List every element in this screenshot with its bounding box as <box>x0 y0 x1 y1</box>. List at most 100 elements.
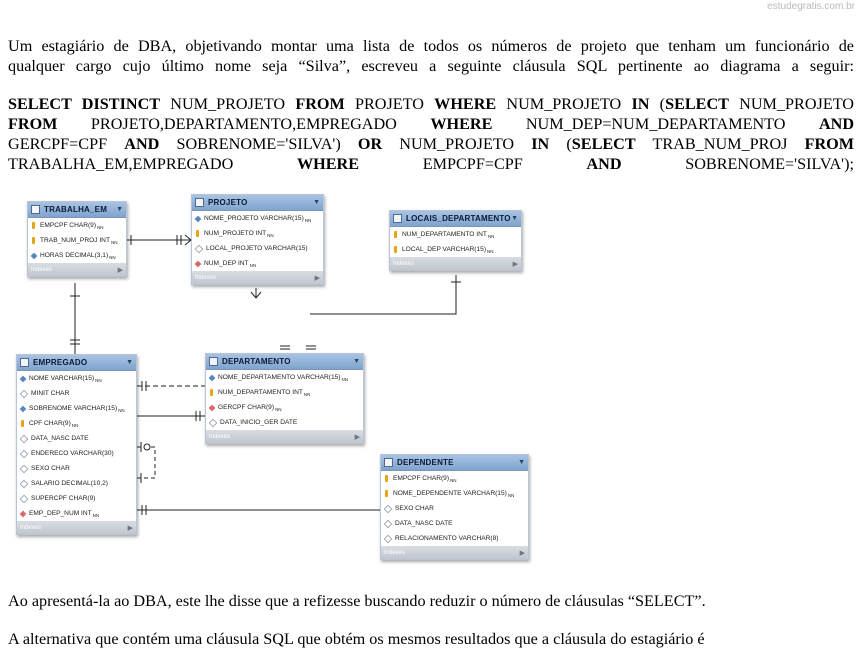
column-label: DATA_INICIO_GER DATE <box>220 419 298 426</box>
not-null-flag: NN <box>303 392 311 397</box>
sql-text: NUM_DEP=NUM_DEPARTAMENTO <box>492 115 819 133</box>
column-row[interactable]: NOME_PROJETO VARCHAR(15)NN <box>192 211 323 226</box>
column-row[interactable]: EMPCPF CHAR(9)NN <box>381 471 528 486</box>
table-departamento[interactable]: DEPARTAMENTO ▼ NOME_DEPARTAMENTO VARCHAR(… <box>205 353 364 444</box>
not-null-flag: NN <box>92 513 100 518</box>
column-row[interactable]: MINIT CHAR <box>17 386 136 401</box>
column-row[interactable]: LOCAL_PROJETO VARCHAR(15) <box>192 241 323 256</box>
column-row[interactable]: DATA_NASC DATE <box>381 516 528 531</box>
column-label: SALARIO DECIMAL(10,2) <box>31 480 108 487</box>
column-row[interactable]: SEXO CHAR <box>17 461 136 476</box>
column-row[interactable]: EMPCPF CHAR(9)NN <box>28 218 126 233</box>
column-row[interactable]: NOME_DEPARTAMENTO VARCHAR(15)NN <box>206 370 363 385</box>
column-row[interactable]: ENDERECO VARCHAR(30) <box>17 446 136 461</box>
column-label: SOBRENOME VARCHAR(15) <box>29 405 118 412</box>
indexes-label: Indexes <box>209 433 231 440</box>
collapse-icon[interactable]: ▼ <box>116 206 123 213</box>
table-header: EMPREGADO▼ <box>17 355 136 371</box>
expand-icon[interactable]: ▶ <box>127 524 133 532</box>
nullable-column-icon <box>19 479 29 488</box>
table-locais-departamento[interactable]: LOCAIS_DEPARTAMENTO▼ NUM_DEPARTAMENTO IN… <box>389 210 522 271</box>
nullable-column-icon <box>19 494 29 503</box>
indexes-label: Indexes <box>384 549 406 556</box>
column-row[interactable]: DATA_NASC DATE <box>17 431 136 446</box>
expand-icon[interactable]: ▶ <box>519 549 525 557</box>
table-footer: Indexes ▶ <box>206 430 363 443</box>
column-row[interactable]: RELACIONAMENTO VARCHAR(8) <box>381 531 528 546</box>
table-name: PROJETO <box>208 198 248 207</box>
expand-icon[interactable]: ▶ <box>314 274 320 282</box>
column-label: EMP_DEP_NUM INT <box>29 510 92 517</box>
sql-keyword: WHERE <box>434 95 497 113</box>
column-label: MINIT CHAR <box>31 390 70 397</box>
column-row[interactable]: SOBRENOME VARCHAR(15)NN <box>17 401 136 416</box>
collapse-icon[interactable]: ▼ <box>126 359 133 366</box>
not-null-flag: NN <box>249 263 257 268</box>
column-row[interactable]: DATA_INICIO_GER DATE <box>206 415 363 430</box>
table-name: LOCAIS_DEPARTAMENTO <box>406 214 511 223</box>
column-row[interactable]: HORAS DECIMAL(3,1)NN <box>28 248 126 263</box>
not-null-column-icon <box>208 374 216 381</box>
column-row[interactable]: NOME VARCHAR(15)NN <box>17 371 136 386</box>
sql-text: NUM_PROJETO <box>382 135 532 153</box>
column-row[interactable]: SEXO CHAR <box>381 501 528 516</box>
not-null-column-icon <box>19 375 27 382</box>
column-label: NUM_DEP INT <box>204 260 249 267</box>
sql-text: PROJETO <box>344 95 435 113</box>
sql-text: PROJETO,DEPARTAMENTO,EMPREGADO <box>57 115 431 133</box>
column-row[interactable]: SUPERCPF CHAR(9) <box>17 491 136 506</box>
not-null-flag: NN <box>110 240 118 245</box>
column-row[interactable]: SALARIO DECIMAL(10,2) <box>17 476 136 491</box>
sql-keyword: WHERE <box>296 155 360 173</box>
table-name: DEPARTAMENTO <box>222 357 291 366</box>
not-null-flag: NN <box>118 408 125 413</box>
column-label: RELACIONAMENTO VARCHAR(8) <box>395 535 499 542</box>
sql-text: SOBRENOME='SILVA'); <box>621 155 854 173</box>
table-footer: Indexes▶ <box>192 271 323 284</box>
indexes-label: Indexes <box>31 266 53 273</box>
expand-icon[interactable]: ▶ <box>512 260 518 268</box>
column-row[interactable]: GERCPF CHAR(9)NN <box>206 400 363 415</box>
collapse-icon[interactable]: ▼ <box>313 199 320 206</box>
column-row[interactable]: NOME_DEPENDENTE VARCHAR(15)NN <box>381 486 528 501</box>
table-icon <box>384 458 393 467</box>
collapse-icon[interactable]: ▼ <box>353 358 360 365</box>
sql-text: TRAB_NUM_PROJ <box>635 135 805 153</box>
sql-text: EMPCPF=CPF <box>359 155 587 173</box>
expand-icon[interactable]: ▶ <box>117 266 123 274</box>
column-label: EMPCPF CHAR(9) <box>393 475 450 482</box>
column-row[interactable]: LOCAL_DEP VARCHAR(15)NN <box>390 242 521 257</box>
primary-key-icon <box>21 420 24 427</box>
table-icon <box>209 357 218 366</box>
nullable-column-icon <box>19 449 29 458</box>
collapse-icon[interactable]: ▼ <box>511 215 518 222</box>
primary-key-icon <box>196 230 199 237</box>
prompt-text: A alternativa que contém uma cláusula SQ… <box>8 630 705 648</box>
table-empregado[interactable]: EMPREGADO▼ NOME VARCHAR(15)NN MINIT CHAR S… <box>16 354 137 535</box>
table-header: TRABALHA_EM▼ <box>28 202 126 218</box>
expand-icon[interactable]: ▶ <box>354 433 360 441</box>
sql-text: SOBRENOME='SILVA') <box>159 135 358 153</box>
column-label: NOME_DEPENDENTE VARCHAR(15) <box>393 490 507 497</box>
relationship-lines <box>70 234 461 515</box>
table-header: PROJETO ▼ <box>192 195 323 211</box>
primary-key-icon <box>394 231 397 238</box>
not-null-flag: NN <box>304 218 312 223</box>
rel-projeto-departamento <box>250 288 262 299</box>
not-null-flag: NN <box>275 407 282 412</box>
table-icon <box>195 198 204 207</box>
collapse-icon[interactable]: ▼ <box>518 459 525 466</box>
column-row[interactable]: CPF CHAR(9)NN <box>17 416 136 431</box>
not-null-flag: NN <box>109 255 116 260</box>
nullable-column-icon <box>19 464 29 473</box>
